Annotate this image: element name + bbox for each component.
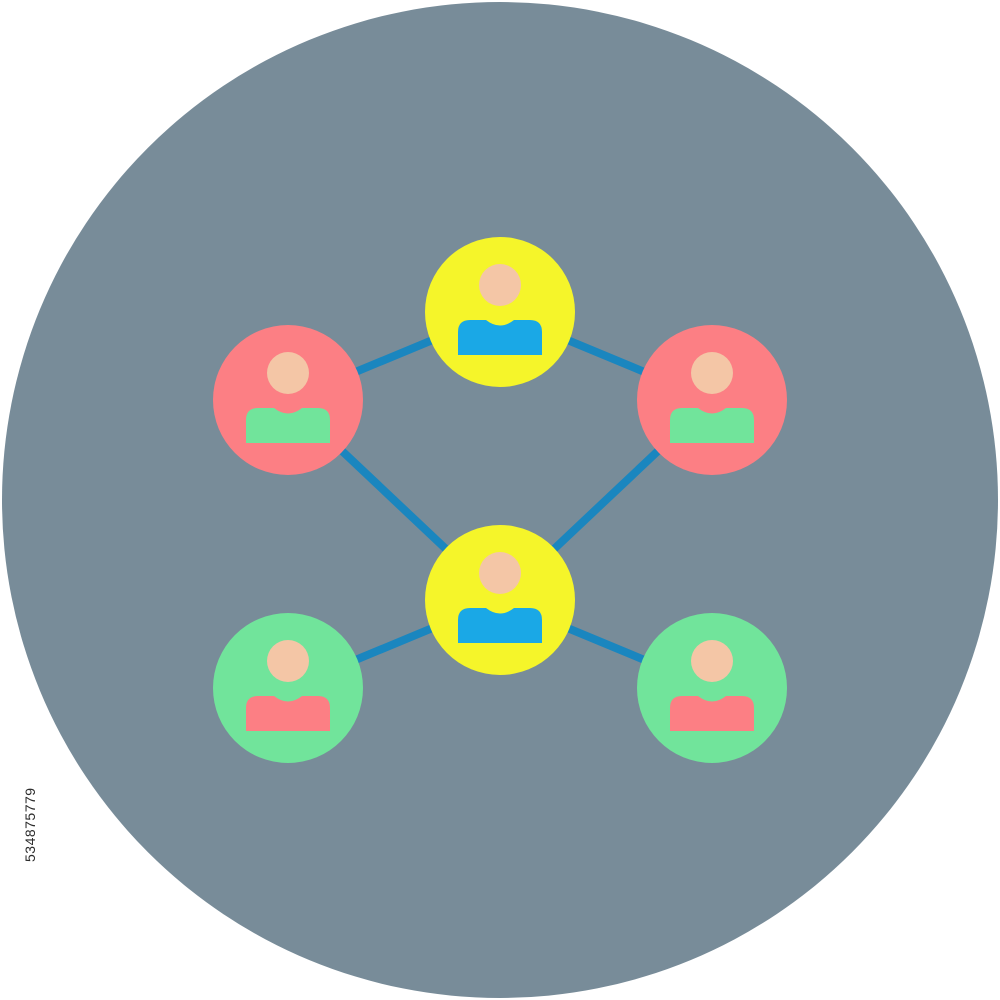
- person-head-icon: [267, 352, 309, 394]
- person-head-icon: [479, 552, 521, 594]
- person-head-icon: [479, 264, 521, 306]
- person-body-icon: [246, 408, 330, 443]
- stock-id-label: 534875779: [22, 787, 38, 862]
- person-head-icon: [691, 640, 733, 682]
- person-head-icon: [691, 352, 733, 394]
- person-nodes: [213, 237, 787, 763]
- node-circle: [213, 325, 363, 475]
- person-node-upper-right: [637, 325, 787, 475]
- person-head-icon: [267, 640, 309, 682]
- person-node-lower-left: [213, 613, 363, 763]
- node-circle: [637, 613, 787, 763]
- person-body-icon: [458, 320, 542, 355]
- node-circle: [425, 237, 575, 387]
- person-node-upper-left: [213, 325, 363, 475]
- person-body-icon: [458, 608, 542, 643]
- person-body-icon: [670, 408, 754, 443]
- person-node-center: [425, 525, 575, 675]
- node-circle: [637, 325, 787, 475]
- person-body-icon: [246, 696, 330, 731]
- node-circle: [425, 525, 575, 675]
- person-node-lower-right: [637, 613, 787, 763]
- person-node-top-center: [425, 237, 575, 387]
- person-body-icon: [670, 696, 754, 731]
- node-circle: [213, 613, 363, 763]
